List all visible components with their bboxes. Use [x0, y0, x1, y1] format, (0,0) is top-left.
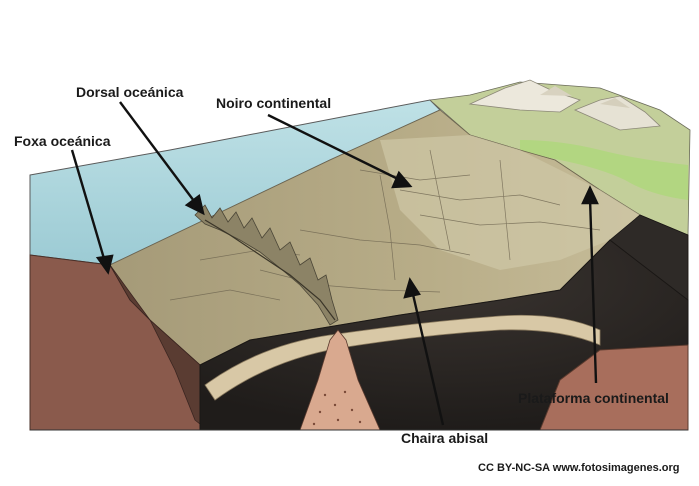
magma-dots — [312, 390, 362, 426]
arrow-noiro-head — [391, 170, 413, 189]
label-plataforma: Plataforma continental — [518, 390, 669, 406]
arrow-chaira-head — [403, 277, 421, 299]
label-dorsal: Dorsal oceánica — [76, 84, 184, 100]
pointer-arrows — [70, 101, 599, 426]
mid-ocean-ridge — [194, 204, 339, 326]
arrow-chaira — [410, 289, 445, 426]
arrow-plataforma-head — [581, 185, 599, 205]
credit-text: CC BY-NC-SA www.fotosimagenes.org — [478, 462, 679, 474]
arrow-foxa — [70, 149, 107, 263]
mountains — [468, 79, 661, 131]
magma-chamber — [299, 329, 381, 431]
continental-slope — [380, 135, 640, 270]
arrow-foxa-head — [95, 254, 114, 275]
arrow-plataforma — [588, 197, 598, 384]
arrow-dorsal-head — [184, 193, 205, 216]
label-foxa: Foxa oceánica — [14, 133, 111, 149]
continent-side-face — [609, 214, 689, 301]
arrow-dorsal — [119, 101, 198, 206]
arrow-noiro — [267, 113, 401, 182]
coastal-vegetation — [520, 140, 688, 200]
label-noiro: Noiro continental — [216, 95, 331, 111]
label-chaira: Chaira abisal — [401, 430, 488, 446]
